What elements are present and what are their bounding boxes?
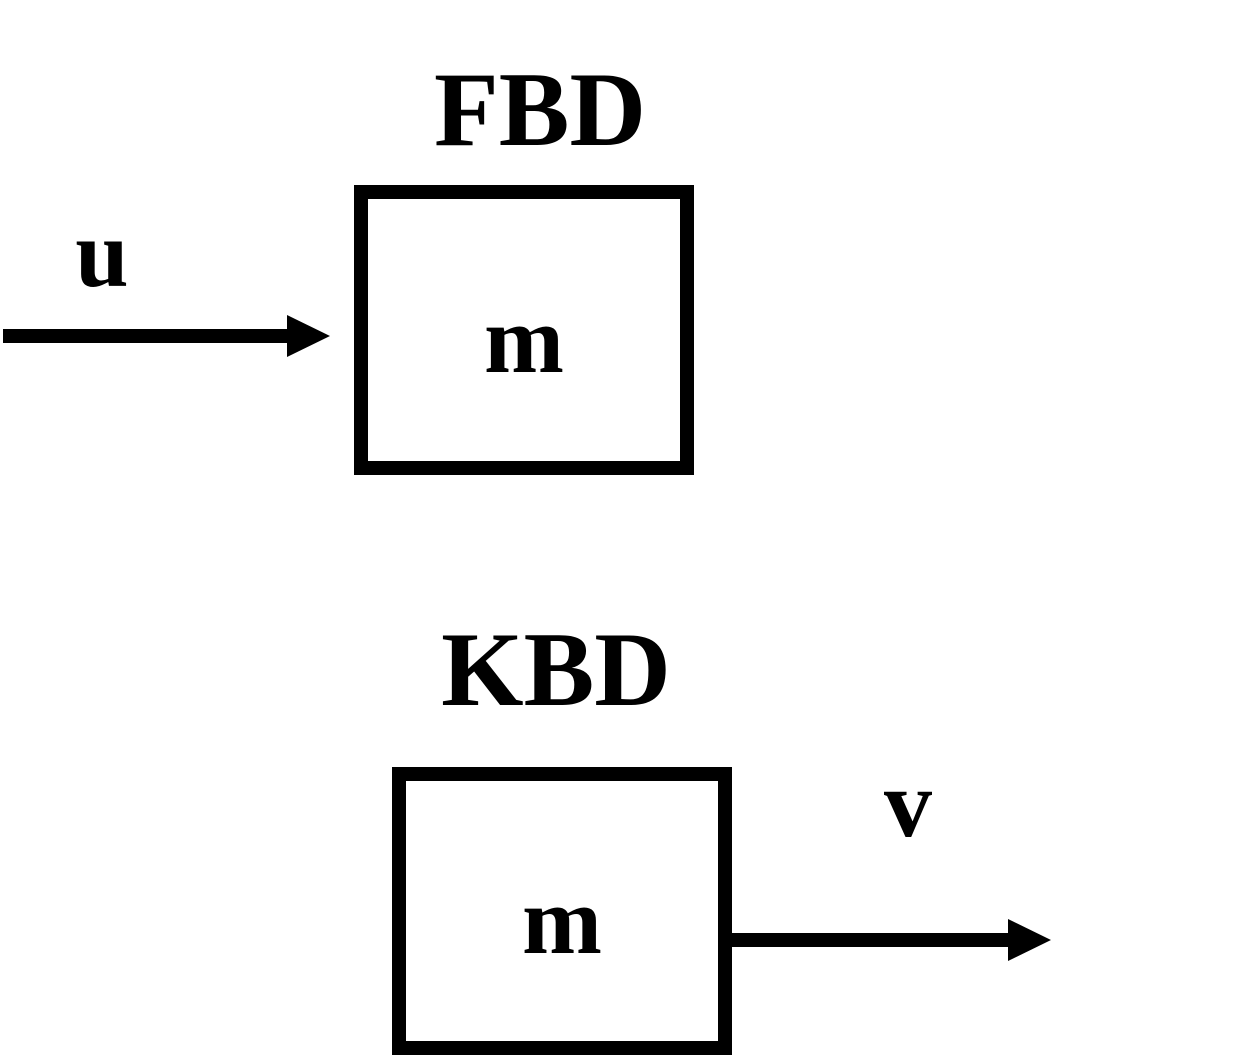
fbd-mass-box [354,185,694,475]
kbd-velocity-arrowhead [1008,919,1051,961]
kbd-velocity-label: v [884,750,932,857]
fbd-force-label: u [75,200,128,307]
fbd-section: FBD m u [3,51,694,475]
kbd-mass-label: m [522,867,602,974]
kbd-mass-box [392,767,732,1055]
fbd-mass-label: m [484,286,564,393]
kbd-title: KBD [441,611,671,728]
kbd-section: KBD m v [392,611,1051,1055]
fbd-title: FBD [434,51,646,168]
fbd-force-arrowhead [287,315,330,357]
